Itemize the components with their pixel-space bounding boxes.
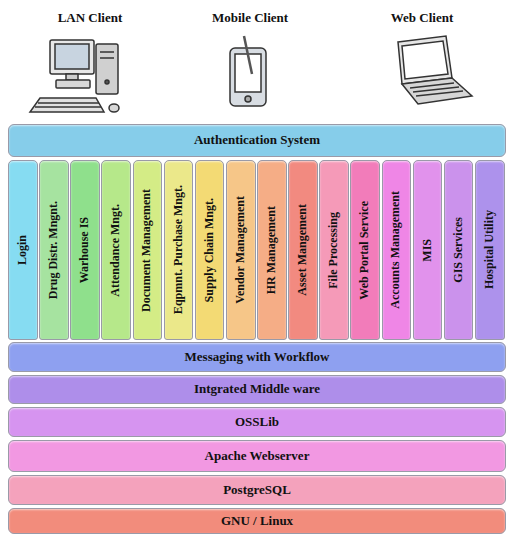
module-column: Drug Distr. Mngnt. [39, 160, 69, 340]
laptop-icon [398, 36, 472, 104]
module-name: Login [16, 235, 30, 265]
mobile-device-icon [230, 36, 266, 106]
module-column: Asset Mangement [288, 160, 318, 340]
module-name: Web Portal Service [358, 201, 372, 300]
layer-name: OSSLib [235, 415, 279, 430]
layer-band: Intgrated Middle ware [8, 375, 506, 404]
layer-band: Messaging with Workflow [8, 342, 506, 372]
module-name: MIS [421, 239, 435, 262]
module-column: Accounts Management [382, 160, 412, 340]
module-column: Hospital Utility [475, 160, 505, 340]
module-column: HR Management [257, 160, 287, 340]
layer-name: GNU / Linux [221, 514, 293, 529]
layer-band: PostgreSQL [8, 475, 506, 505]
module-column: Login [8, 160, 38, 340]
module-name: GIS Services [452, 217, 466, 283]
module-name: Asset Mangement [296, 204, 310, 296]
module-name: Drug Distr. Mngnt. [47, 201, 61, 299]
module-column: Document Management [133, 160, 163, 340]
module-column: GIS Services [444, 160, 474, 340]
desktop-computer-icon [30, 40, 119, 112]
module-name: Eqpmnt. Purchase Mngt. [172, 185, 186, 314]
client-label: Web Client [391, 10, 453, 26]
client-label: LAN Client [58, 10, 123, 26]
module-name: File Processing [327, 212, 341, 289]
module-column: Eqpmnt. Purchase Mngt. [164, 160, 194, 340]
layer-name: Intgrated Middle ware [194, 382, 320, 397]
client-label: Mobile Client [212, 10, 288, 26]
module-column: Vendor Management [226, 160, 256, 340]
layer-band: GNU / Linux [8, 508, 506, 534]
layer-name: Authentication System [194, 133, 320, 148]
module-name: Supply Chain Mngt. [203, 198, 217, 302]
layer-band: Apache Webserver [8, 440, 506, 472]
layer-band: Authentication System [8, 124, 506, 157]
layer-name: Apache Webserver [205, 449, 310, 464]
module-column: Web Portal Service [350, 160, 380, 340]
module-name: Document Management [140, 189, 154, 312]
layer-name: PostgreSQL [223, 483, 291, 498]
layer-band: OSSLib [8, 407, 506, 437]
module-name: Warhouse IS [78, 217, 92, 283]
module-column: Attendance Mngt. [101, 160, 131, 340]
module-name: Vendor Management [234, 196, 248, 304]
module-column: Warhouse IS [70, 160, 100, 340]
layer-name: Messaging with Workflow [185, 350, 330, 365]
module-name: Accounts Management [389, 191, 403, 309]
module-name: Hospital Utility [483, 210, 497, 289]
module-column: MIS [413, 160, 443, 340]
module-column: Supply Chain Mngt. [195, 160, 225, 340]
module-column: File Processing [319, 160, 349, 340]
module-name: HR Management [265, 206, 279, 294]
module-name: Attendance Mngt. [109, 204, 123, 297]
